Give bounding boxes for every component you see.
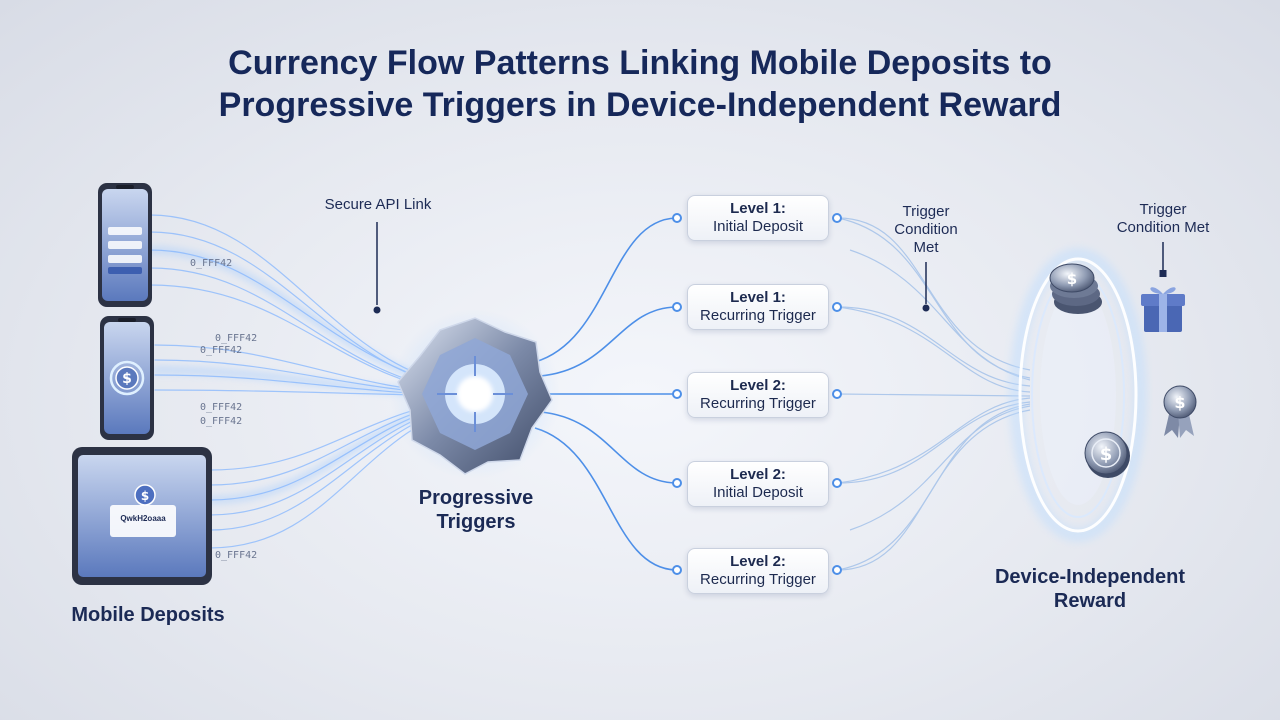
trigger-condition-pointer-2 bbox=[1159, 242, 1167, 277]
trigger-to-reward-lines bbox=[837, 217, 1031, 571]
diagram-title: Currency Flow Patterns Linking Mobile De… bbox=[140, 42, 1140, 126]
trigger-condition-pointer-1 bbox=[922, 262, 930, 312]
trigger-type: Initial Deposit bbox=[712, 218, 804, 235]
trigger-type: Recurring Trigger bbox=[700, 571, 816, 588]
svg-text:$: $ bbox=[141, 489, 149, 503]
trigger-type: Recurring Trigger bbox=[700, 395, 816, 412]
title-line-1: Currency Flow Patterns Linking Mobile De… bbox=[228, 44, 1052, 82]
trigger-type: Initial Deposit bbox=[712, 484, 804, 501]
progressive-triggers-line-1: Progressive bbox=[418, 487, 534, 509]
trigger-condition-label-1: Trigger Condition Met bbox=[876, 203, 976, 257]
coin-stack-icon: $ bbox=[1049, 263, 1102, 314]
trigger-level: Level 2: bbox=[730, 466, 786, 483]
trigger-condition-1-line-2: Condition bbox=[894, 221, 958, 238]
trigger-box-level1-recurring: Level 1: Recurring Trigger bbox=[687, 284, 829, 330]
connector-dots bbox=[672, 213, 842, 575]
smartphone-icon bbox=[98, 183, 152, 307]
code-snippet: 0_FFF42 bbox=[215, 333, 258, 344]
code-snippet: 0_FFF42 bbox=[190, 258, 233, 269]
trigger-level: Level 1: bbox=[730, 200, 786, 217]
trigger-level: Level 2: bbox=[730, 553, 786, 570]
reward-line-2: Reward bbox=[1053, 590, 1127, 612]
code-snippet: 0_FFF42 bbox=[200, 345, 243, 356]
trigger-box-level2-recurring: Level 2: Recurring Trigger bbox=[687, 372, 829, 418]
tablet-icon: $ bbox=[72, 447, 212, 585]
trigger-box-level2-recurring-b: Level 2: Recurring Trigger bbox=[687, 548, 829, 594]
code-snippet: 0_FFF42 bbox=[200, 416, 243, 427]
trigger-level: Level 2: bbox=[730, 377, 786, 394]
secure-api-pointer bbox=[373, 222, 381, 314]
dollar-coin-icon: $ bbox=[1084, 431, 1130, 478]
svg-text:$: $ bbox=[1174, 393, 1185, 412]
trigger-condition-2-line-1: Trigger bbox=[1139, 201, 1187, 218]
svg-text:$: $ bbox=[1067, 270, 1077, 288]
trigger-box-level2-initial: Level 2: Initial Deposit bbox=[687, 461, 829, 507]
trigger-condition-1-line-3: Met bbox=[913, 239, 939, 256]
code-snippet: 0_FFF42 bbox=[215, 550, 258, 561]
smartphone-icon: $ bbox=[100, 316, 154, 440]
trigger-condition-label-2: Trigger Condition Met bbox=[1100, 201, 1226, 237]
svg-text:$: $ bbox=[1100, 444, 1113, 465]
trigger-type: Recurring Trigger bbox=[700, 307, 816, 324]
svg-text:$: $ bbox=[122, 371, 132, 387]
progressive-triggers-line-2: Triggers bbox=[436, 511, 516, 533]
secure-api-link-label: Secure API Link bbox=[324, 196, 432, 213]
hub-gem-icon bbox=[390, 309, 560, 479]
code-snippet: 0_FFF42 bbox=[200, 402, 243, 413]
tablet-screen-text: QwkH2oaaa bbox=[120, 514, 166, 523]
progressive-triggers-label: Progressive Triggers bbox=[396, 486, 556, 534]
trigger-level: Level 1: bbox=[730, 289, 786, 306]
mobile-deposits-label: Mobile Deposits bbox=[71, 604, 225, 626]
trigger-box-level1-initial: Level 1: Initial Deposit bbox=[687, 195, 829, 241]
reward-label: Device-Independent Reward bbox=[970, 565, 1210, 613]
hub-to-trigger-lines bbox=[534, 217, 677, 571]
gift-box-icon bbox=[1141, 287, 1185, 332]
title-line-2: Progressive Triggers in Device-Independe… bbox=[218, 86, 1062, 124]
medal-icon: $ bbox=[1163, 385, 1197, 438]
reward-line-1: Device-Independent bbox=[994, 566, 1186, 588]
trigger-condition-2-line-2: Condition Met bbox=[1116, 219, 1210, 236]
trigger-condition-1-line-1: Trigger bbox=[902, 203, 950, 220]
